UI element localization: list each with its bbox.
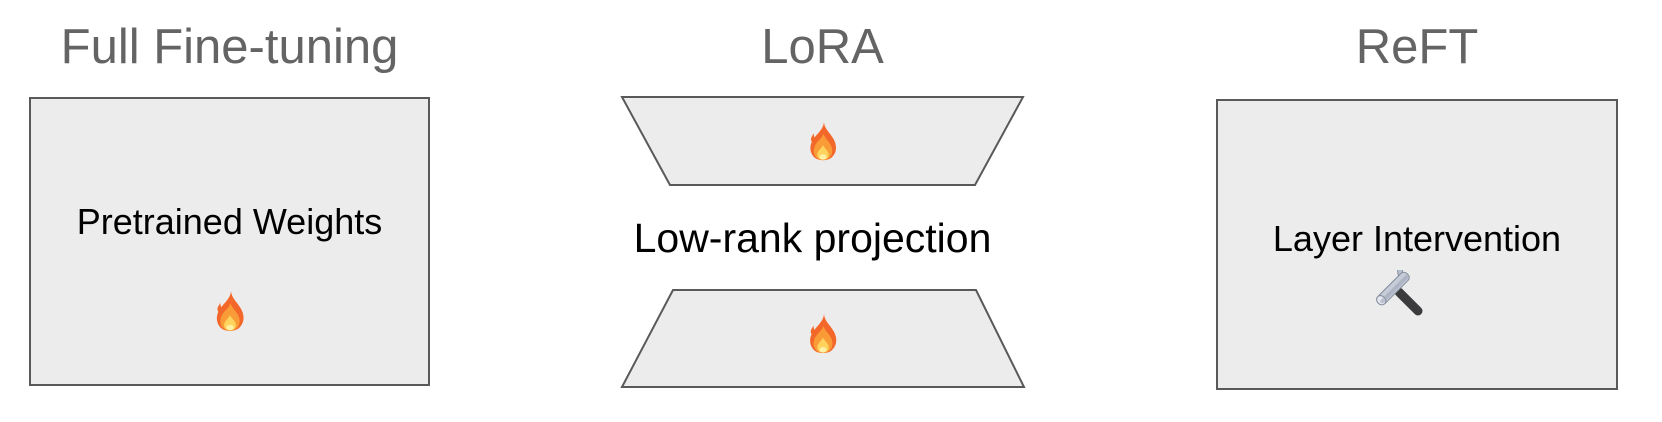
layer-intervention-box bbox=[1216, 99, 1618, 390]
hammer-icon bbox=[1375, 270, 1427, 322]
panel-title-reft: ReFT bbox=[1355, 20, 1479, 74]
panel-title-full-fine-tuning: Full Fine-tuning bbox=[60, 20, 399, 74]
fire-icon bbox=[803, 313, 843, 360]
panel-title-lora: LoRA bbox=[761, 20, 884, 74]
low-rank-projection-label: Low-rank projection bbox=[633, 215, 992, 261]
fire-icon bbox=[803, 121, 843, 167]
pretrained-weights-box bbox=[29, 97, 430, 386]
layer-intervention-label: Layer Intervention bbox=[1272, 218, 1562, 259]
pretrained-weights-label: Pretrained Weights bbox=[76, 201, 383, 242]
